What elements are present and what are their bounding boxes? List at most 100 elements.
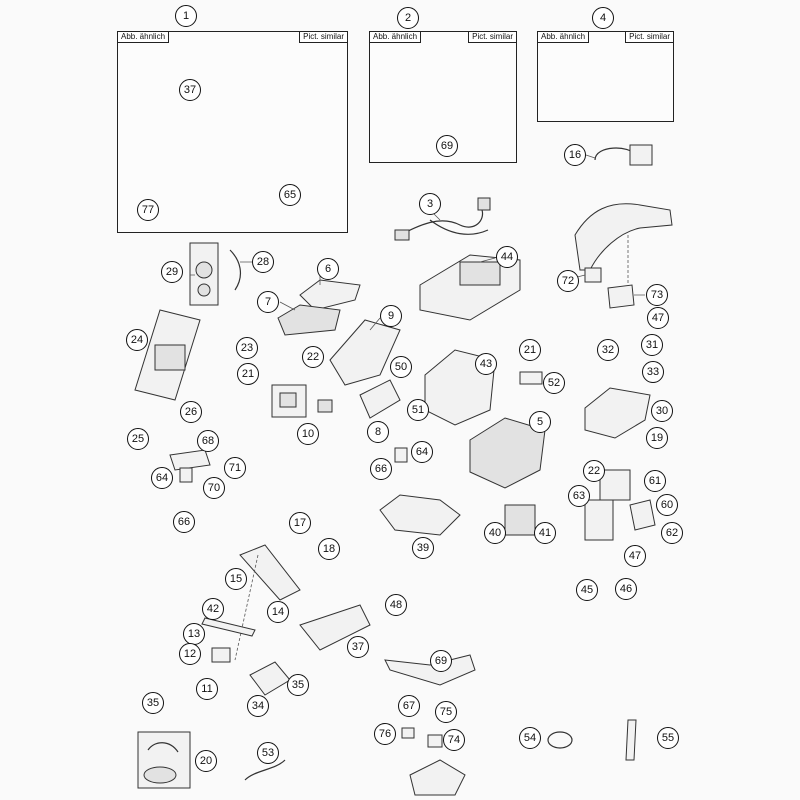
callout-66b: 66 bbox=[370, 458, 392, 480]
callout-24: 24 bbox=[126, 329, 148, 351]
control-unit bbox=[584, 387, 651, 439]
callout-53: 53 bbox=[257, 742, 279, 764]
callout-42: 42 bbox=[202, 598, 224, 620]
callout-39: 39 bbox=[412, 537, 434, 559]
callout-37: 37 bbox=[179, 79, 201, 101]
callout-45: 45 bbox=[576, 579, 598, 601]
callout-75: 75 bbox=[435, 701, 457, 723]
bracket-9 bbox=[329, 319, 401, 386]
callout-69b: 69 bbox=[430, 650, 452, 672]
callout-60: 60 bbox=[656, 494, 678, 516]
callout-4: 4 bbox=[592, 7, 614, 29]
callout-50: 50 bbox=[390, 356, 412, 378]
regulator bbox=[504, 504, 536, 536]
callout-64b: 64 bbox=[411, 441, 433, 463]
ecu-holder bbox=[277, 304, 341, 336]
part-22b bbox=[599, 469, 631, 501]
callout-33: 33 bbox=[642, 361, 664, 383]
part-72 bbox=[584, 267, 602, 283]
callout-1: 1 bbox=[175, 5, 197, 27]
part-63 bbox=[584, 499, 614, 541]
callout-66: 66 bbox=[173, 511, 195, 533]
callout-9: 9 bbox=[380, 305, 402, 327]
callout-64: 64 bbox=[151, 467, 173, 489]
harness-3 bbox=[394, 197, 491, 241]
callout-76: 76 bbox=[374, 723, 396, 745]
callout-68: 68 bbox=[197, 430, 219, 452]
callout-48: 48 bbox=[385, 594, 407, 616]
callout-47b: 47 bbox=[624, 545, 646, 567]
cover-5 bbox=[469, 417, 546, 489]
bracket-bottom bbox=[409, 759, 466, 796]
part-73 bbox=[607, 284, 635, 309]
callout-43: 43 bbox=[475, 353, 497, 375]
bracket-8 bbox=[359, 379, 401, 419]
callout-67: 67 bbox=[398, 695, 420, 717]
callout-35: 35 bbox=[142, 692, 164, 714]
callout-44: 44 bbox=[496, 246, 518, 268]
callout-55: 55 bbox=[657, 727, 679, 749]
callout-63: 63 bbox=[568, 485, 590, 507]
ecu-cover bbox=[299, 279, 361, 311]
cable-28 bbox=[229, 249, 242, 291]
callout-46: 46 bbox=[615, 578, 637, 600]
callout-21b: 21 bbox=[519, 339, 541, 361]
part-12 bbox=[211, 647, 231, 663]
part-55 bbox=[625, 719, 637, 761]
part-37b bbox=[299, 604, 371, 651]
callout-21: 21 bbox=[237, 363, 259, 385]
callout-18: 18 bbox=[318, 538, 340, 560]
callout-77: 77 bbox=[137, 199, 159, 221]
callout-73: 73 bbox=[646, 284, 668, 306]
callout-15: 15 bbox=[225, 568, 247, 590]
group-1-frame: Abb. ähnlich Pict. similar bbox=[117, 31, 348, 233]
callout-23: 23 bbox=[236, 337, 258, 359]
callout-12: 12 bbox=[179, 643, 201, 665]
callout-17: 17 bbox=[289, 512, 311, 534]
callout-19: 19 bbox=[646, 427, 668, 449]
cable-53 bbox=[244, 759, 286, 781]
callout-22b: 22 bbox=[583, 460, 605, 482]
callout-3: 3 bbox=[419, 193, 441, 215]
part-52 bbox=[519, 371, 543, 385]
group-4-frame: Abb. ähnlich Pict. similar bbox=[537, 31, 674, 122]
callout-26: 26 bbox=[180, 401, 202, 423]
callout-72: 72 bbox=[557, 270, 579, 292]
callout-31: 31 bbox=[641, 334, 663, 356]
similar-label-de: Abb. ähnlich bbox=[538, 32, 590, 43]
part-68 bbox=[169, 449, 211, 471]
callout-37b: 37 bbox=[347, 636, 369, 658]
part-15 bbox=[239, 544, 301, 601]
similar-label-en: Pict. similar bbox=[468, 32, 516, 43]
holder-39 bbox=[379, 494, 461, 536]
cable-16 bbox=[594, 147, 636, 161]
part-34 bbox=[249, 661, 291, 696]
callout-2: 2 bbox=[397, 7, 419, 29]
callout-69: 69 bbox=[436, 135, 458, 157]
callout-52: 52 bbox=[543, 372, 565, 394]
cable-tie bbox=[547, 731, 573, 749]
lever-bracket bbox=[574, 203, 673, 271]
connector-16 bbox=[629, 144, 653, 166]
part-74 bbox=[427, 734, 443, 748]
callout-34: 34 bbox=[247, 695, 269, 717]
similar-label-de: Abb. ähnlich bbox=[370, 32, 422, 43]
similar-label-en: Pict. similar bbox=[625, 32, 673, 43]
part-64a bbox=[394, 447, 408, 463]
callout-7: 7 bbox=[257, 291, 279, 313]
callout-10: 10 bbox=[297, 423, 319, 445]
callout-74: 74 bbox=[443, 729, 465, 751]
callout-51: 51 bbox=[407, 399, 429, 421]
callout-30: 30 bbox=[651, 400, 673, 422]
callout-16: 16 bbox=[564, 144, 586, 166]
callout-29: 29 bbox=[161, 261, 183, 283]
callout-61: 61 bbox=[644, 470, 666, 492]
callout-54: 54 bbox=[519, 727, 541, 749]
bar-42 bbox=[201, 617, 256, 637]
callout-47: 47 bbox=[647, 307, 669, 329]
callout-28: 28 bbox=[252, 251, 274, 273]
callout-62: 62 bbox=[661, 522, 683, 544]
callout-5: 5 bbox=[529, 411, 551, 433]
